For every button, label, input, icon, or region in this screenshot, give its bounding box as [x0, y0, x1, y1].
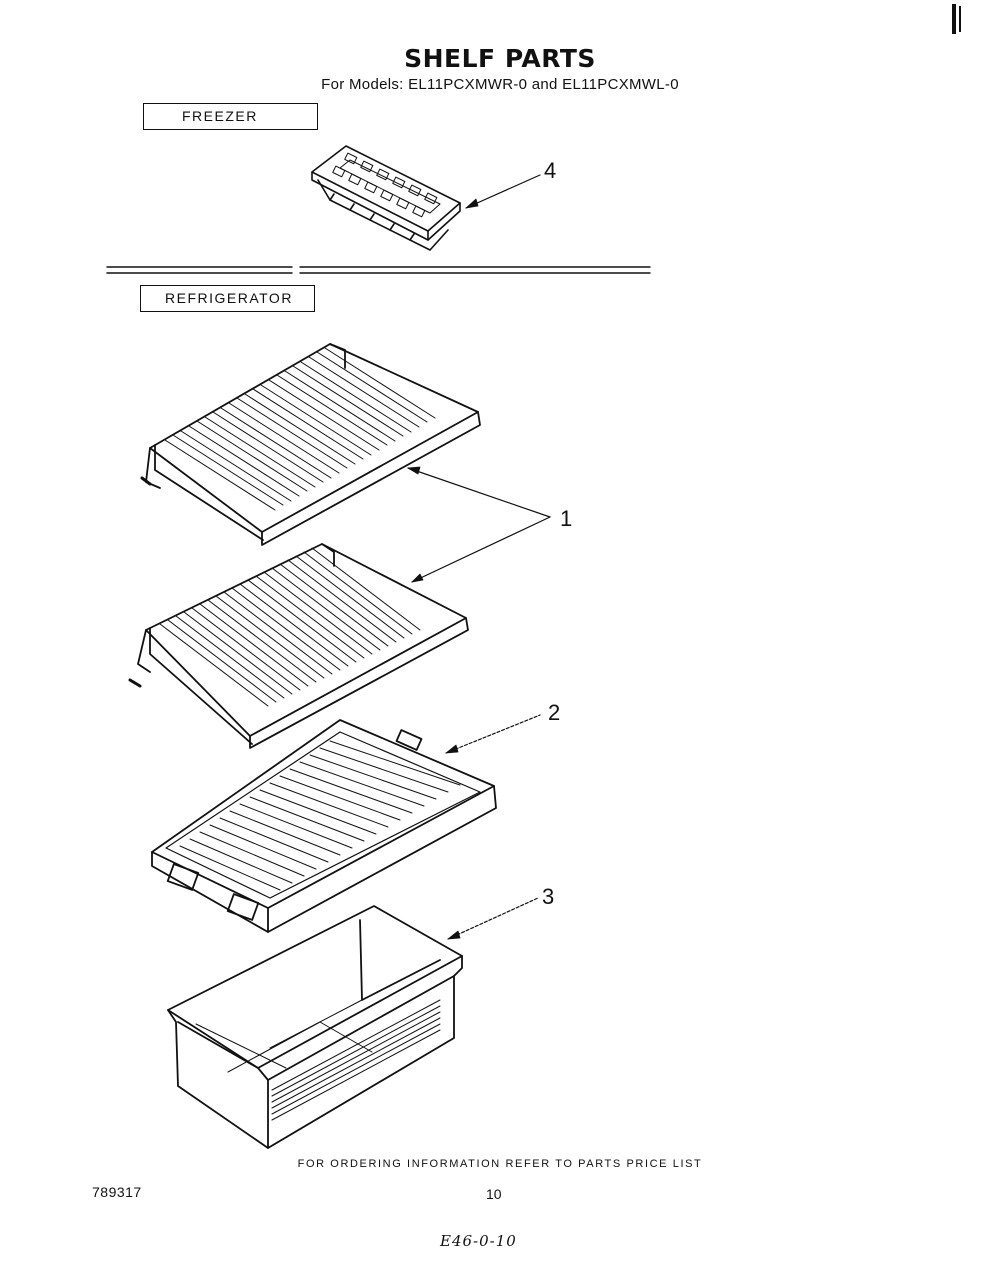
callout-leader-1b — [411, 516, 551, 583]
callout-leader-2 — [445, 714, 541, 754]
corner-mark-thin — [959, 6, 961, 32]
crisper-pan-drawing — [167, 905, 463, 1149]
model-subtitle: For Models: EL11PCXMWR-0 and EL11PCXMWL-… — [321, 76, 679, 93]
handwritten-code: E46-0-10 — [440, 1232, 517, 1250]
callout-leader-1a — [407, 467, 551, 518]
ordering-note: FOR ORDERING INFORMATION REFER TO PARTS … — [297, 1158, 703, 1170]
callout-leader-3 — [447, 897, 539, 940]
wire-shelf-lower-drawing — [128, 543, 469, 749]
refrigerator-section-label: REFRIGERATOR — [140, 285, 315, 312]
callout-number-3: 3 — [542, 884, 555, 909]
freezer-section-label: FREEZER — [143, 103, 318, 130]
catalog-number: 789317 — [92, 1184, 142, 1200]
callout-number-4: 4 — [544, 158, 557, 183]
page-number: 10 — [486, 1186, 502, 1202]
section-divider — [106, 266, 651, 274]
page-title: SHELF PARTS — [404, 44, 596, 73]
callout-leader-4 — [465, 174, 541, 209]
ice-tray-drawing — [311, 145, 461, 251]
wire-shelf-upper-drawing — [140, 343, 481, 546]
callout-number-2: 2 — [548, 700, 561, 725]
callout-number-1: 1 — [560, 506, 573, 531]
crisper-cover-drawing — [151, 719, 497, 933]
corner-mark — [952, 4, 956, 34]
